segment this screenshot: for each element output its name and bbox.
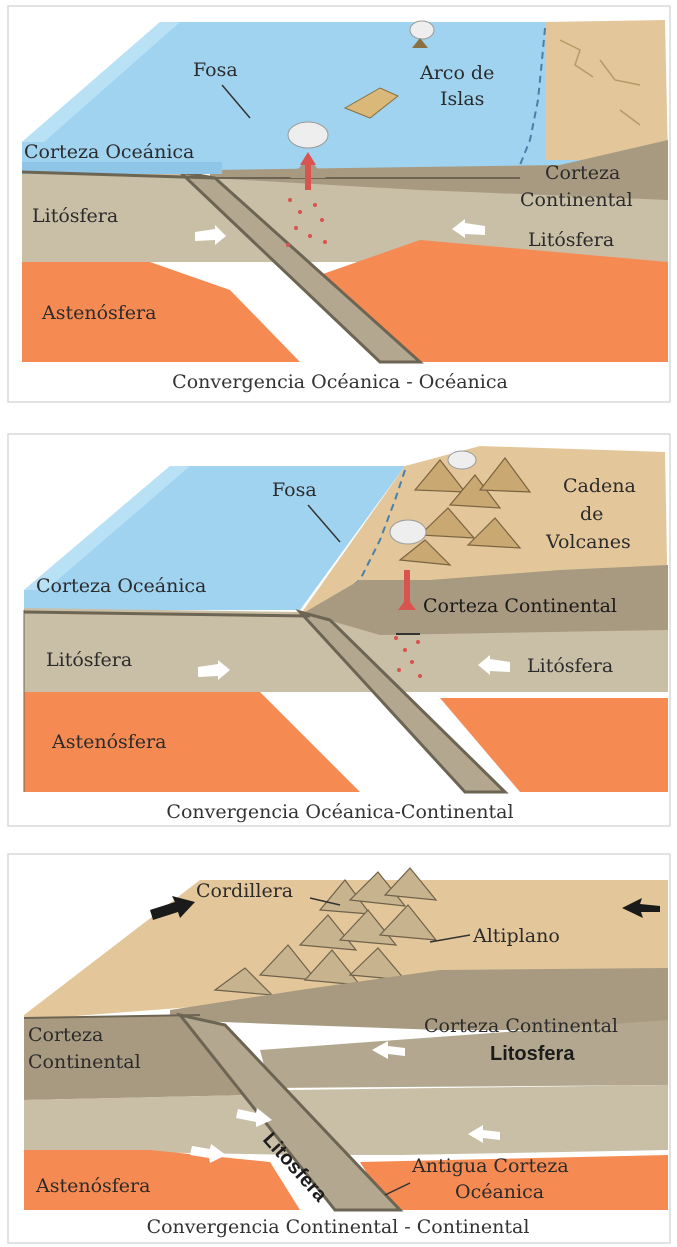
panel-oceanic-continental: Fosa Cadena de Volcanes Corteza Oceánica… [0,430,677,830]
label-litosfera-right: Litosfera [490,1043,575,1065]
label-litosfera-left: Litósfera [46,649,132,671]
label-astenosfera: Astenósfera [51,731,166,753]
panel-continental-continental: Cordillera Altiplano Corteza Continental… [0,850,677,1247]
label-corteza-right: Corteza Continental [424,1015,618,1037]
label-fosa: Fosa [193,59,238,81]
label-cadena-line1: Cadena [563,475,636,497]
label-litosfera-right: Litósfera [528,229,614,251]
label-astenosfera: Astenósfera [35,1175,150,1197]
diagram-oceanic-continental: Fosa Cadena de Volcanes Corteza Oceánica… [0,430,677,830]
label-corteza-left-line2: Continental [28,1051,141,1073]
label-fosa: Fosa [272,479,317,501]
caption: Convergencia Océanica-Continental [166,801,513,823]
label-corteza-cont-line1: Corteza [545,162,620,184]
label-litosfera-right: Litósfera [527,655,613,677]
label-altiplano: Altiplano [472,925,560,947]
diagram-continental-continental: Cordillera Altiplano Corteza Continental… [0,850,677,1247]
panel-oceanic-oceanic: Fosa Arco de Islas Corteza Oceánica Cort… [0,0,677,405]
label-cadena-line3: Volcanes [545,531,631,553]
label-cordillera: Cordillera [196,880,293,902]
caption: Convergencia Continental - Continental [147,1216,530,1238]
label-litosfera-left: Litósfera [32,205,118,227]
label-antigua-line2: Océanica [455,1181,544,1203]
label-antigua-line1: Antigua Corteza [411,1155,569,1177]
label-cadena-line2: de [580,503,603,525]
label-corteza-continental: Corteza Continental [423,595,617,617]
label-astenosfera: Astenósfera [41,302,156,324]
label-corteza-oceanica: Corteza Oceánica [36,575,206,597]
label-arco-line2: Islas [440,88,484,110]
label-corteza-left-line1: Corteza [28,1024,103,1046]
label-corteza-cont-line2: Continental [520,189,633,211]
label-arco-line1: Arco de [419,62,494,84]
caption: Convergencia Océanica - Océanica [172,371,508,393]
label-corteza-oceanica: Corteza Oceánica [24,141,194,163]
diagram-oceanic-oceanic: Fosa Arco de Islas Corteza Oceánica Cort… [0,0,677,405]
